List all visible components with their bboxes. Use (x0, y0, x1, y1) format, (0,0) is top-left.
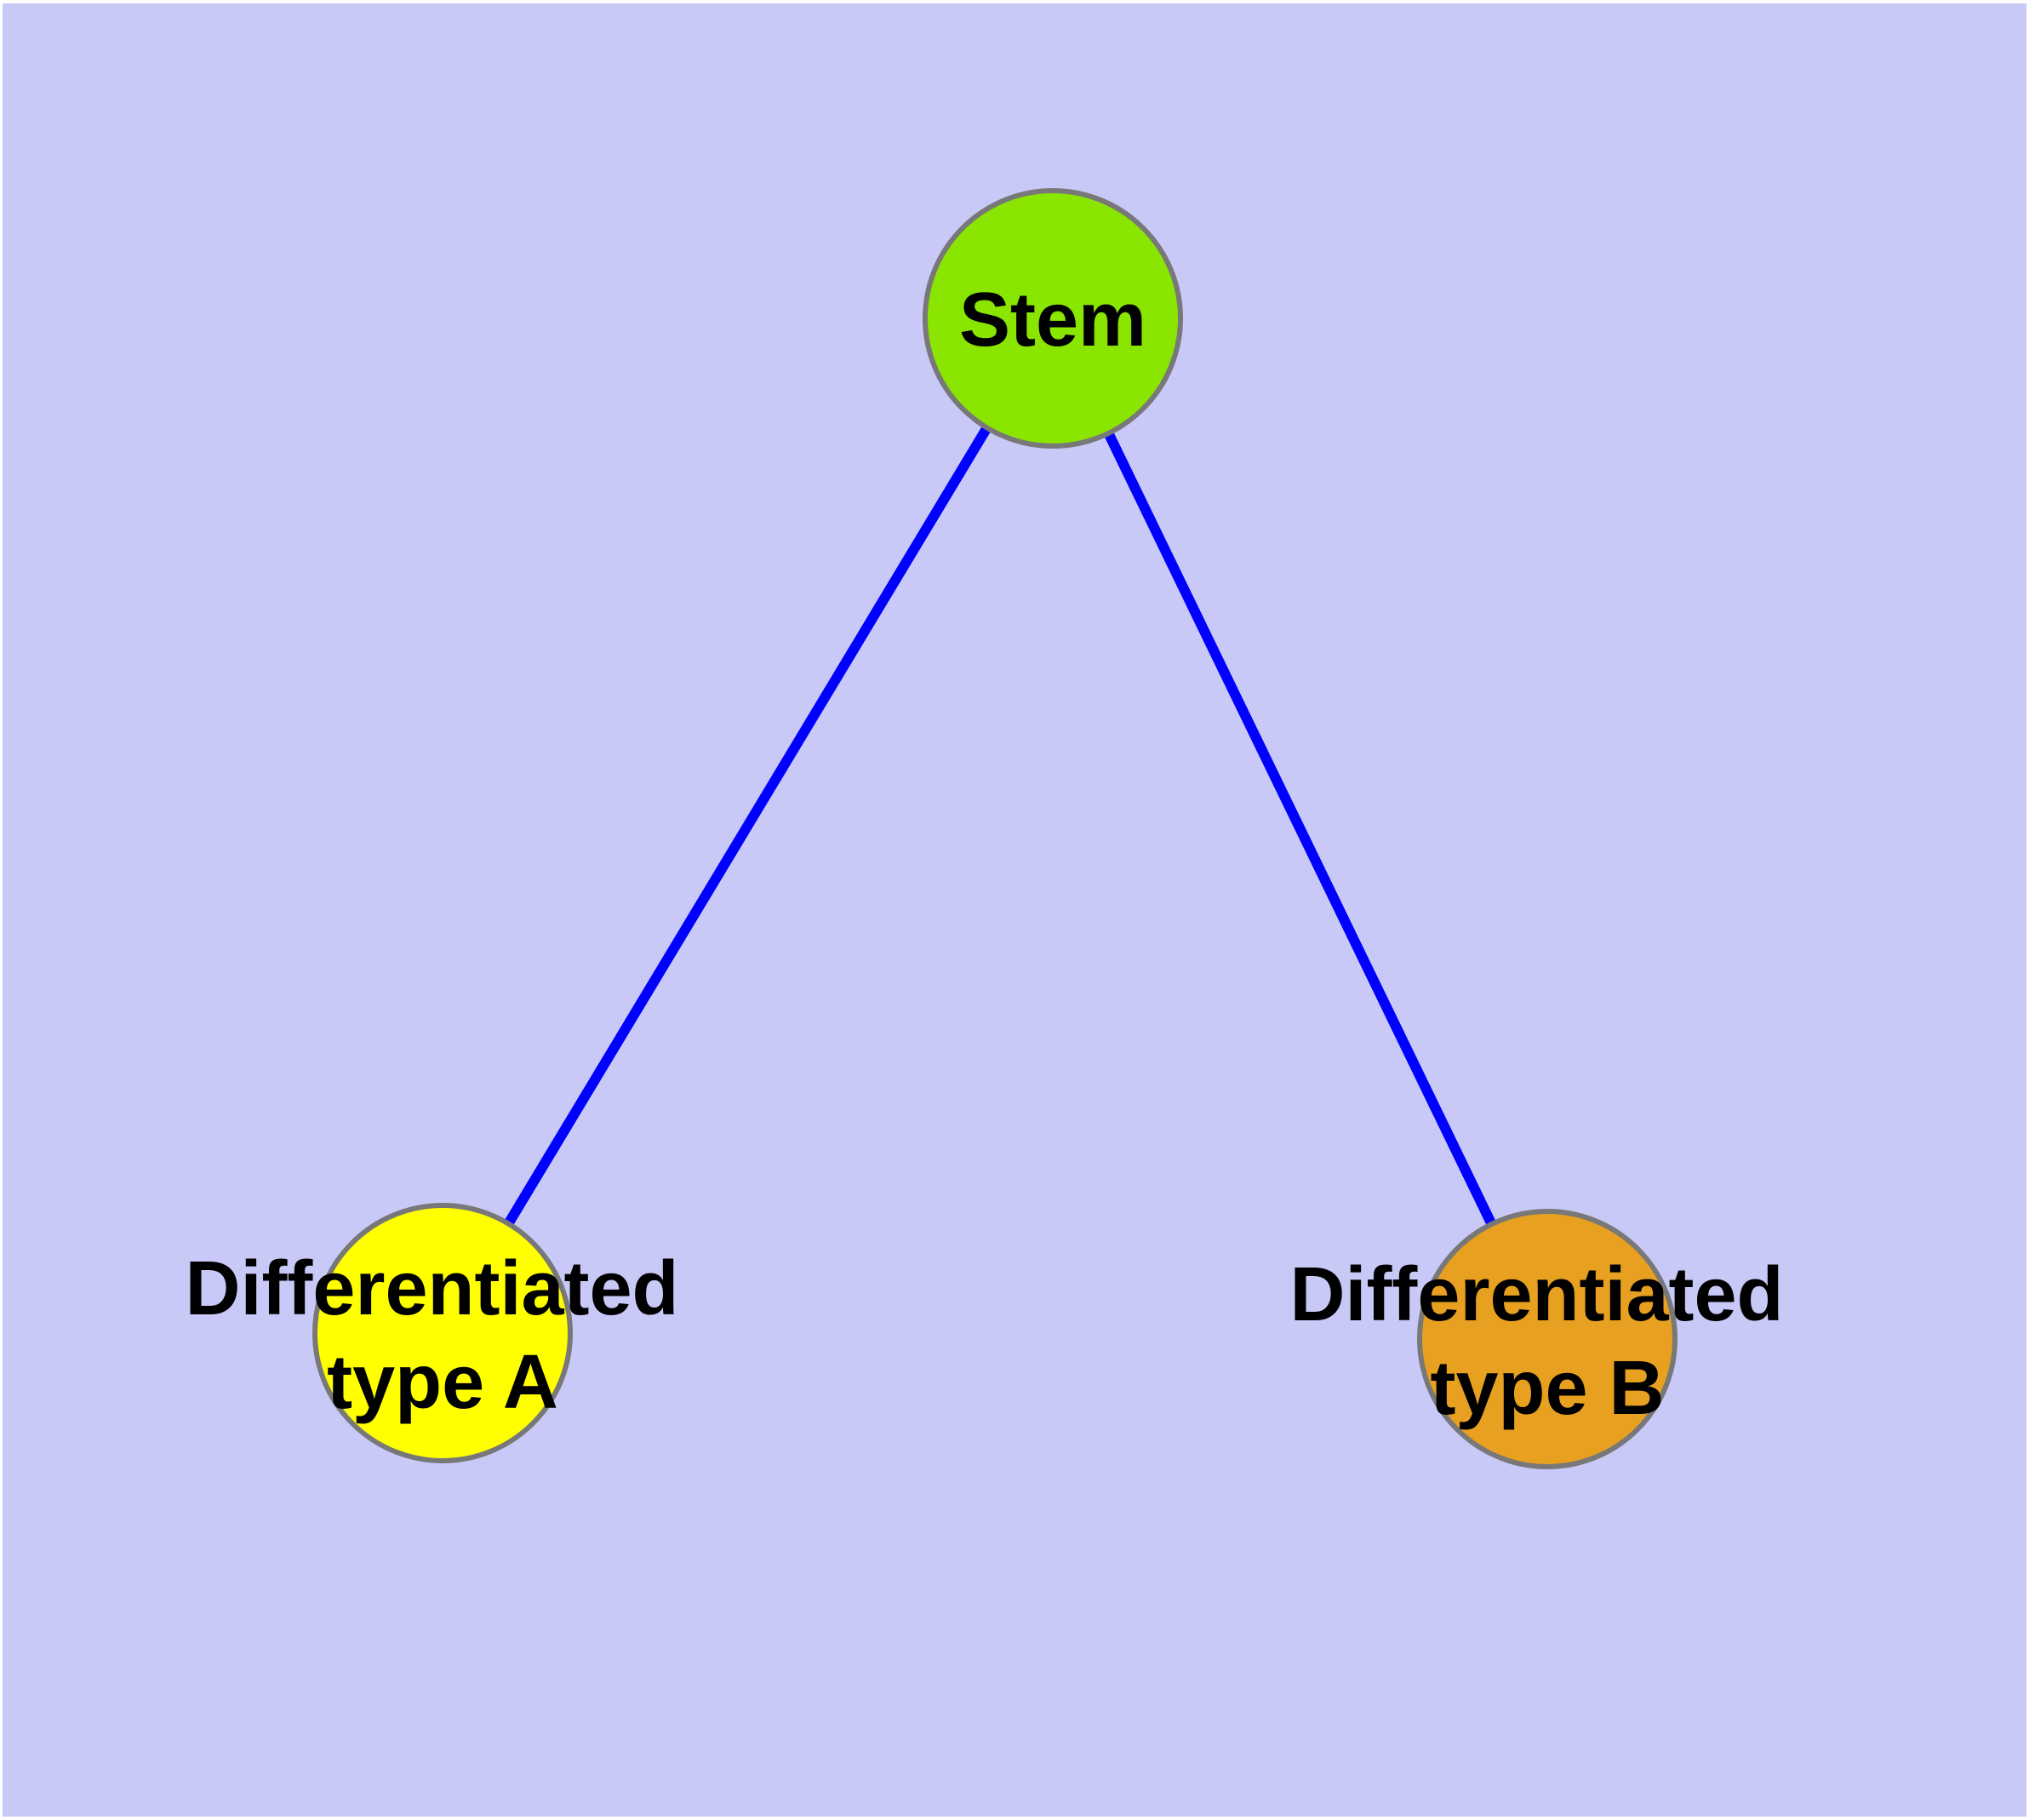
node-type-b-label-line1: Differentiated (1289, 1252, 1783, 1337)
node-stem-label: Stem (959, 278, 1146, 363)
edge-stem-to-type-a (437, 315, 1058, 1336)
node-type-b-circle (1417, 1209, 1677, 1469)
node-type-a-label-line1: Differentiated (185, 1246, 678, 1331)
node-type-b-label-line2: type B (1430, 1346, 1664, 1431)
node-type-a-label: Differentiated type A (185, 1246, 700, 1425)
node-stem-circle (923, 188, 1183, 449)
node-type-b-label: Differentiated type B (1289, 1252, 1804, 1431)
node-type-a-label-line2: type A (327, 1340, 558, 1425)
node-type-a-circle (312, 1203, 573, 1463)
edge-stem-to-type-b (1048, 316, 1552, 1342)
